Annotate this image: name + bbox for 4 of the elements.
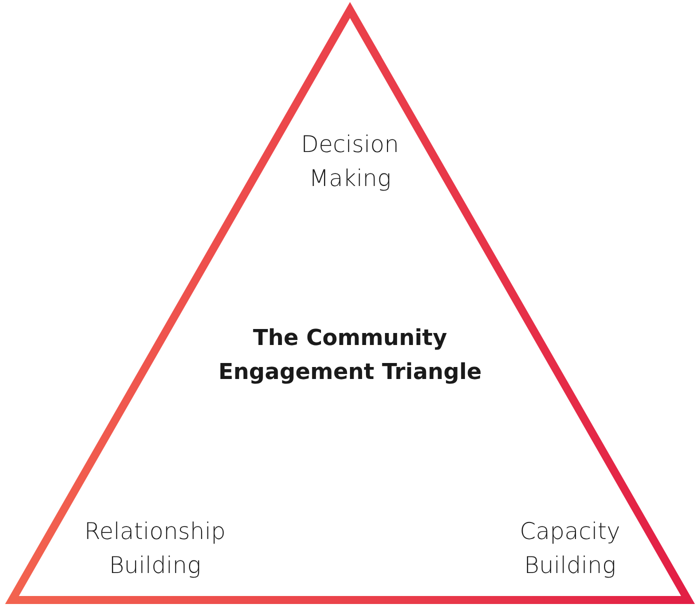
- vertex-label: Capacity Building: [518, 518, 622, 581]
- center-title: The Community Engagement Triangle: [217, 325, 483, 387]
- vertex-label: Decision Making: [300, 131, 400, 194]
- vertex-label: Relationship Building: [83, 518, 227, 581]
